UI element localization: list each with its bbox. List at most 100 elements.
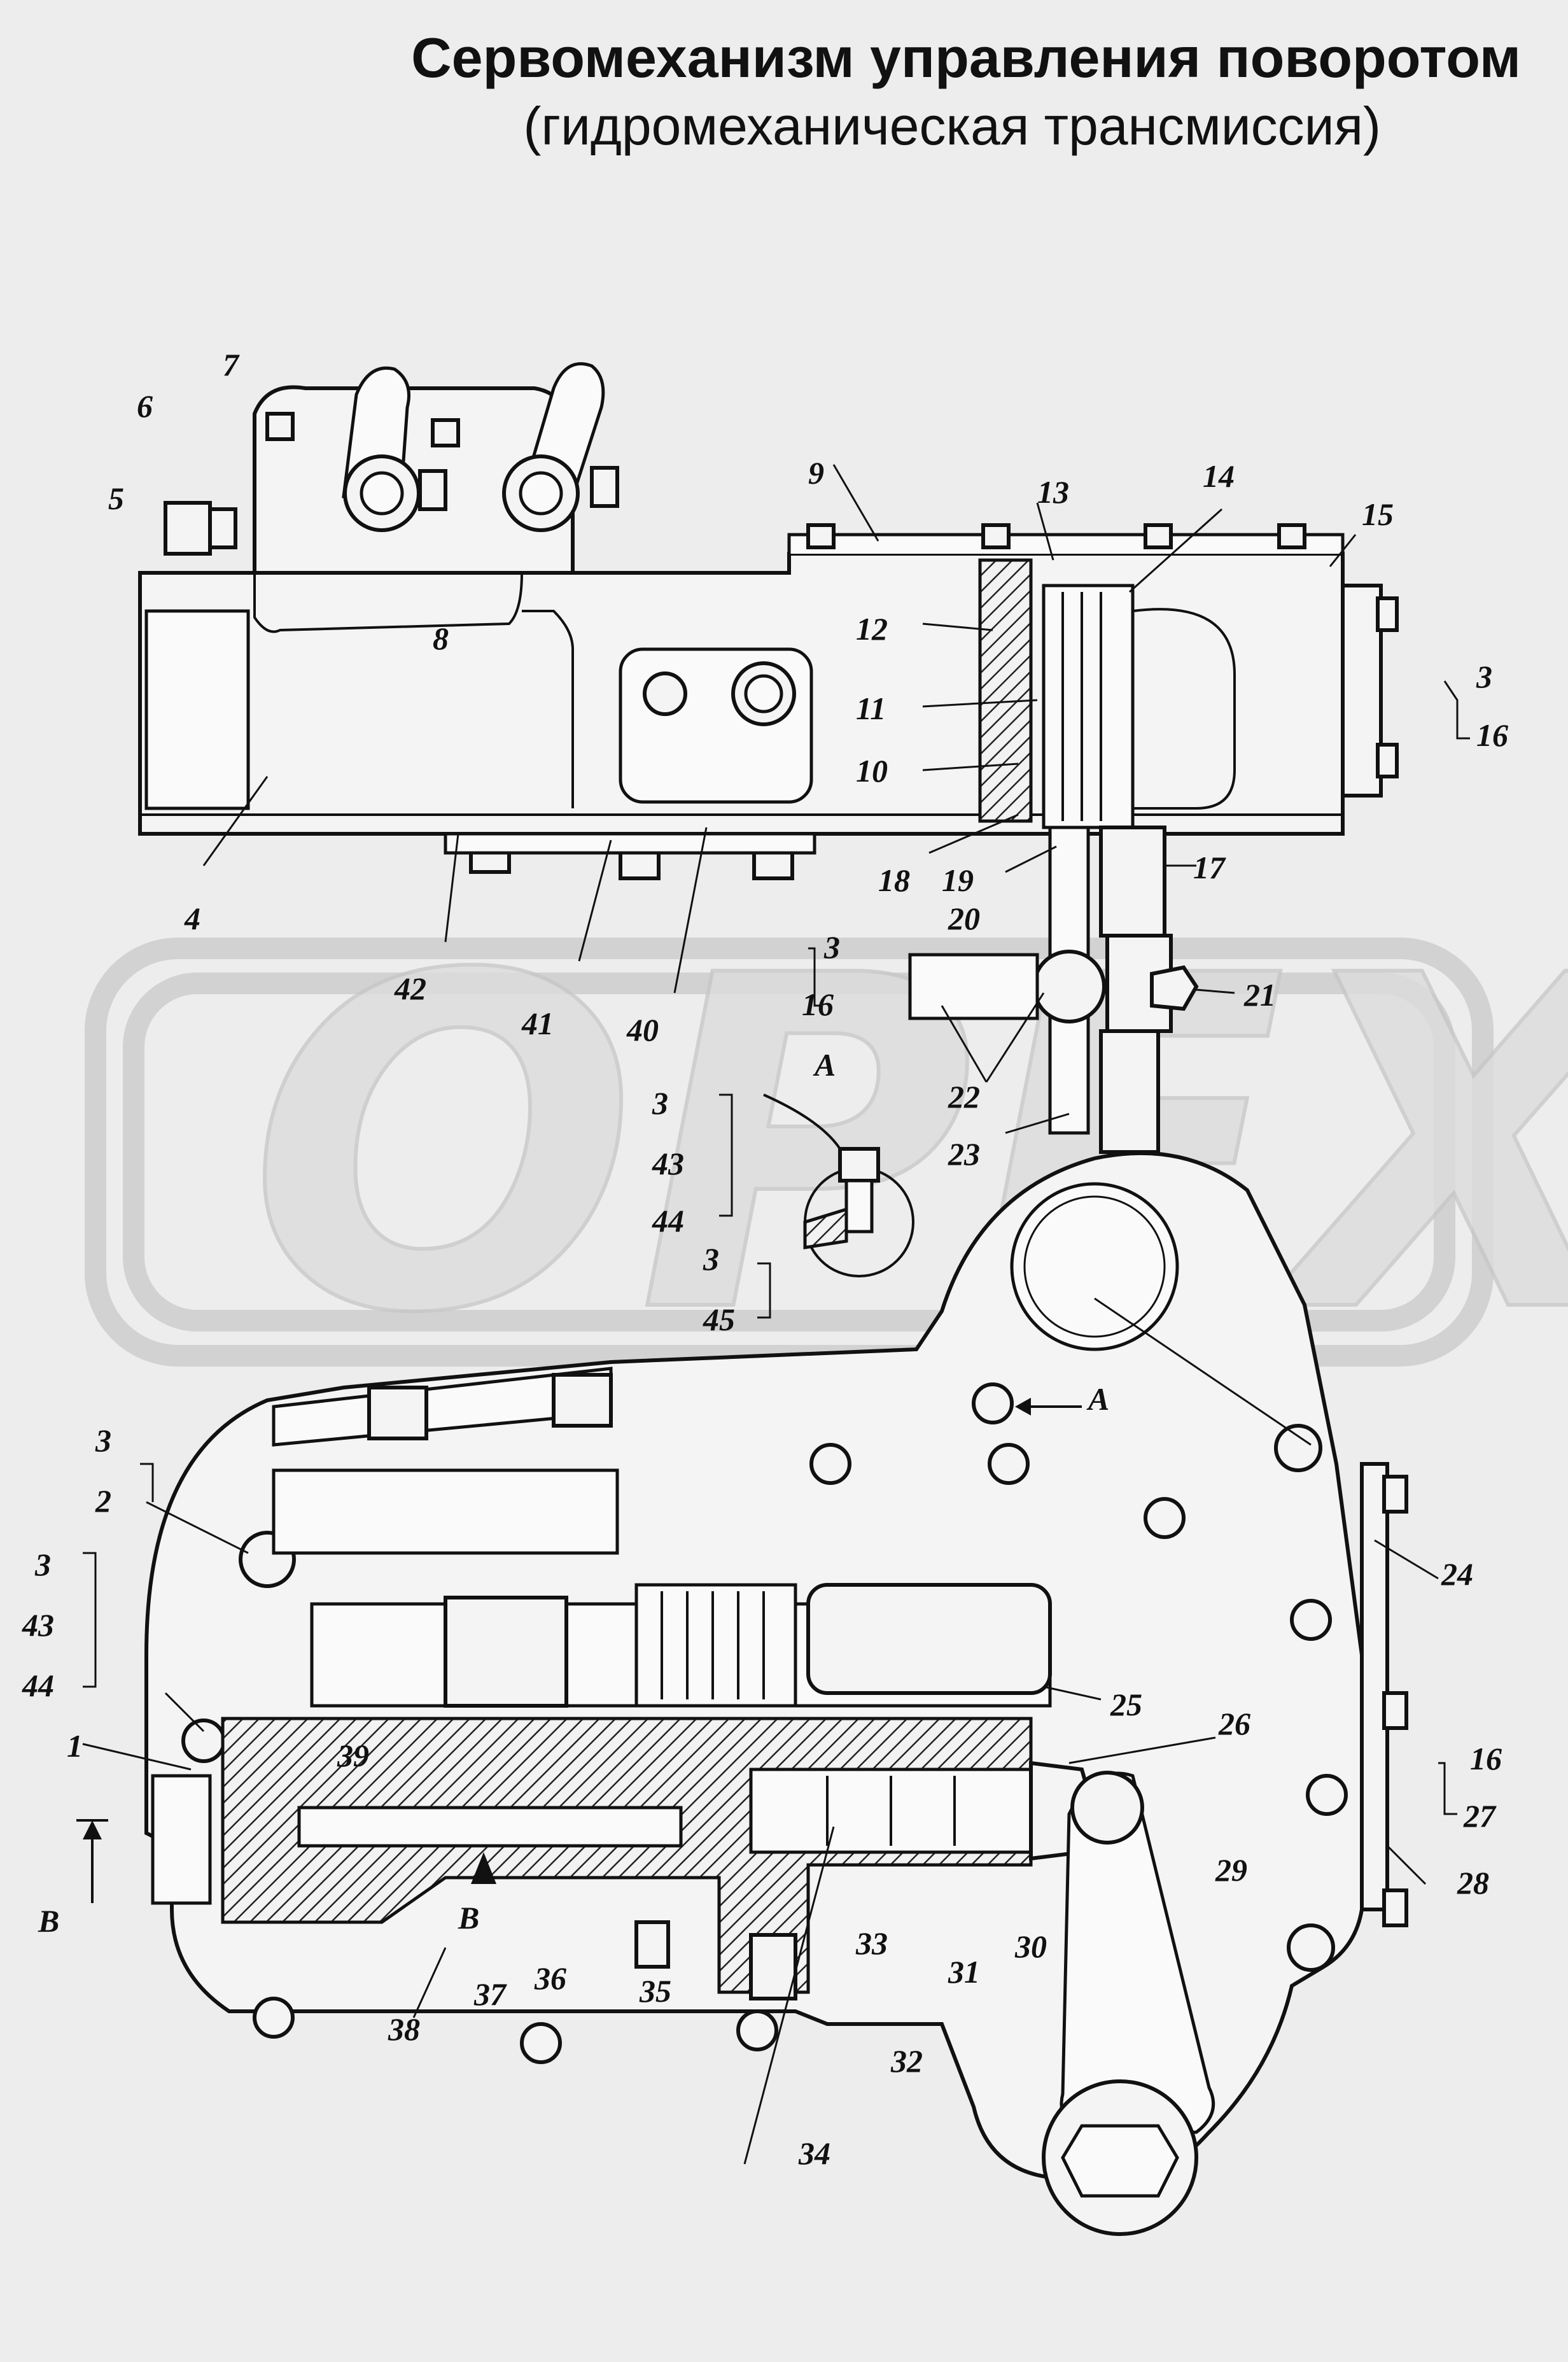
spool-31 — [749, 1768, 1039, 1854]
fitting-6 — [208, 507, 237, 549]
callout-labels: 7 6 5 8 4 9 13 14 15 12 11 10 3 16 17 18… — [22, 347, 1508, 2171]
body-bolt-44 — [181, 1719, 226, 1763]
piston-section — [978, 558, 1033, 823]
label-42: 42 — [394, 971, 426, 1006]
pin-22 — [908, 953, 1039, 1020]
leader-42 — [444, 833, 459, 943]
leader-22 — [941, 992, 1045, 1083]
bolt-head — [643, 671, 687, 716]
end-cap-15 — [1341, 584, 1383, 798]
detail-section — [803, 1207, 848, 1249]
body-bolt-4 — [1274, 1424, 1322, 1472]
page-subtitle: (гидромеханическая трансмиссия) — [523, 96, 1381, 156]
label-view-a-title: A — [813, 1047, 836, 1083]
body-bolt-11 — [736, 2009, 778, 2051]
label-6: 6 — [137, 388, 153, 424]
label-43-left: 43 — [22, 1607, 54, 1643]
bracket-3-43-44-left — [83, 1552, 97, 1688]
label-25: 25 — [1110, 1687, 1142, 1722]
label-3-mid: 3 — [823, 929, 840, 965]
leader-44 — [164, 1692, 205, 1733]
leader-13 — [1036, 502, 1054, 561]
cover-bolt-2 — [431, 418, 460, 447]
bottom-plate-41 — [444, 832, 816, 855]
spring-pack — [634, 1583, 797, 1708]
rod-block-17 — [1099, 826, 1166, 938]
body-bolt-7 — [1306, 1774, 1348, 1816]
lever-hub-bore — [360, 471, 404, 516]
nut-21 — [1150, 965, 1199, 1011]
label-30: 30 — [1014, 1929, 1047, 1964]
label-28: 28 — [1457, 1865, 1489, 1901]
label-45: 45 — [703, 1302, 735, 1337]
label-27: 27 — [1463, 1798, 1497, 1834]
label-9: 9 — [808, 455, 824, 491]
bracket-3-2 — [140, 1463, 154, 1502]
detail-bolt-head — [838, 1147, 880, 1183]
leader-41 — [578, 840, 612, 962]
leader-18 — [928, 813, 1019, 854]
bracket-3-45 — [757, 1262, 771, 1319]
cover-bolt — [265, 412, 295, 441]
leader-10 — [922, 763, 1019, 771]
leader-lines — [82, 464, 1470, 2165]
leader-15 — [1329, 534, 1357, 567]
detail-leader — [763, 1093, 841, 1150]
upper-housing-assembly — [138, 362, 1399, 1154]
valve-spool-11 — [1042, 584, 1135, 829]
rod-39 — [297, 1806, 683, 1848]
body-bolt-2 — [809, 1443, 851, 1485]
label-13: 13 — [1037, 474, 1069, 510]
leader-23 — [1005, 1113, 1070, 1134]
label-1: 1 — [67, 1728, 83, 1764]
label-38: 38 — [388, 2011, 420, 2047]
leader-4 — [202, 776, 269, 866]
label-16-right: 16 — [1470, 1741, 1502, 1776]
leader-34 — [743, 1826, 835, 2165]
bracket-3-16-right — [1443, 680, 1470, 740]
label-23: 23 — [948, 1136, 980, 1172]
label-10: 10 — [856, 753, 888, 789]
label-2: 2 — [95, 1483, 111, 1519]
arrow-a-head — [1015, 1398, 1031, 1416]
leader-9 — [832, 464, 879, 542]
label-35: 35 — [639, 1973, 671, 2009]
label-4: 4 — [184, 901, 200, 936]
bracket-3-16-mid — [808, 947, 821, 1007]
watermark-text: OPEX — [248, 880, 1568, 1413]
drain-plug-35 — [634, 1920, 670, 1969]
bracket-16-27 — [1438, 1762, 1457, 1815]
leader-11 — [922, 699, 1038, 708]
label-43-detail: 43 — [652, 1146, 684, 1181]
label-44-left: 44 — [22, 1668, 54, 1703]
label-3-left: 3 — [34, 1547, 51, 1582]
leader-45-diag — [1094, 1297, 1312, 1446]
cover-bolt-6 — [1277, 523, 1306, 549]
label-39: 39 — [337, 1738, 369, 1773]
label-b-left: B — [38, 1903, 59, 1939]
body-bolt-3 — [988, 1443, 1030, 1485]
label-41: 41 — [521, 1006, 554, 1041]
bolt-core — [744, 674, 783, 714]
clevis-right — [552, 1373, 613, 1428]
label-3-right-top: 3 — [1476, 659, 1492, 694]
piston-39 — [444, 1596, 568, 1708]
label-22: 22 — [948, 1079, 980, 1114]
bore-45 — [1010, 1182, 1179, 1351]
label-34: 34 — [798, 2135, 830, 2171]
leader-24 — [1374, 1539, 1439, 1580]
plate-bolt-3 — [1382, 1888, 1408, 1927]
leader-38 — [412, 1947, 447, 2018]
label-7: 7 — [223, 347, 240, 383]
label-11: 11 — [856, 691, 886, 726]
label-16-mid: 16 — [802, 987, 834, 1022]
body-bolt-6 — [1290, 1599, 1332, 1641]
label-3-detail: 3 — [652, 1085, 668, 1121]
label-19: 19 — [942, 862, 974, 898]
lower-housing-assembly — [76, 1151, 1408, 2236]
label-18: 18 — [878, 862, 910, 898]
leader-19 — [1005, 845, 1057, 873]
label-29: 29 — [1215, 1852, 1247, 1888]
label-32: 32 — [890, 2043, 923, 2079]
